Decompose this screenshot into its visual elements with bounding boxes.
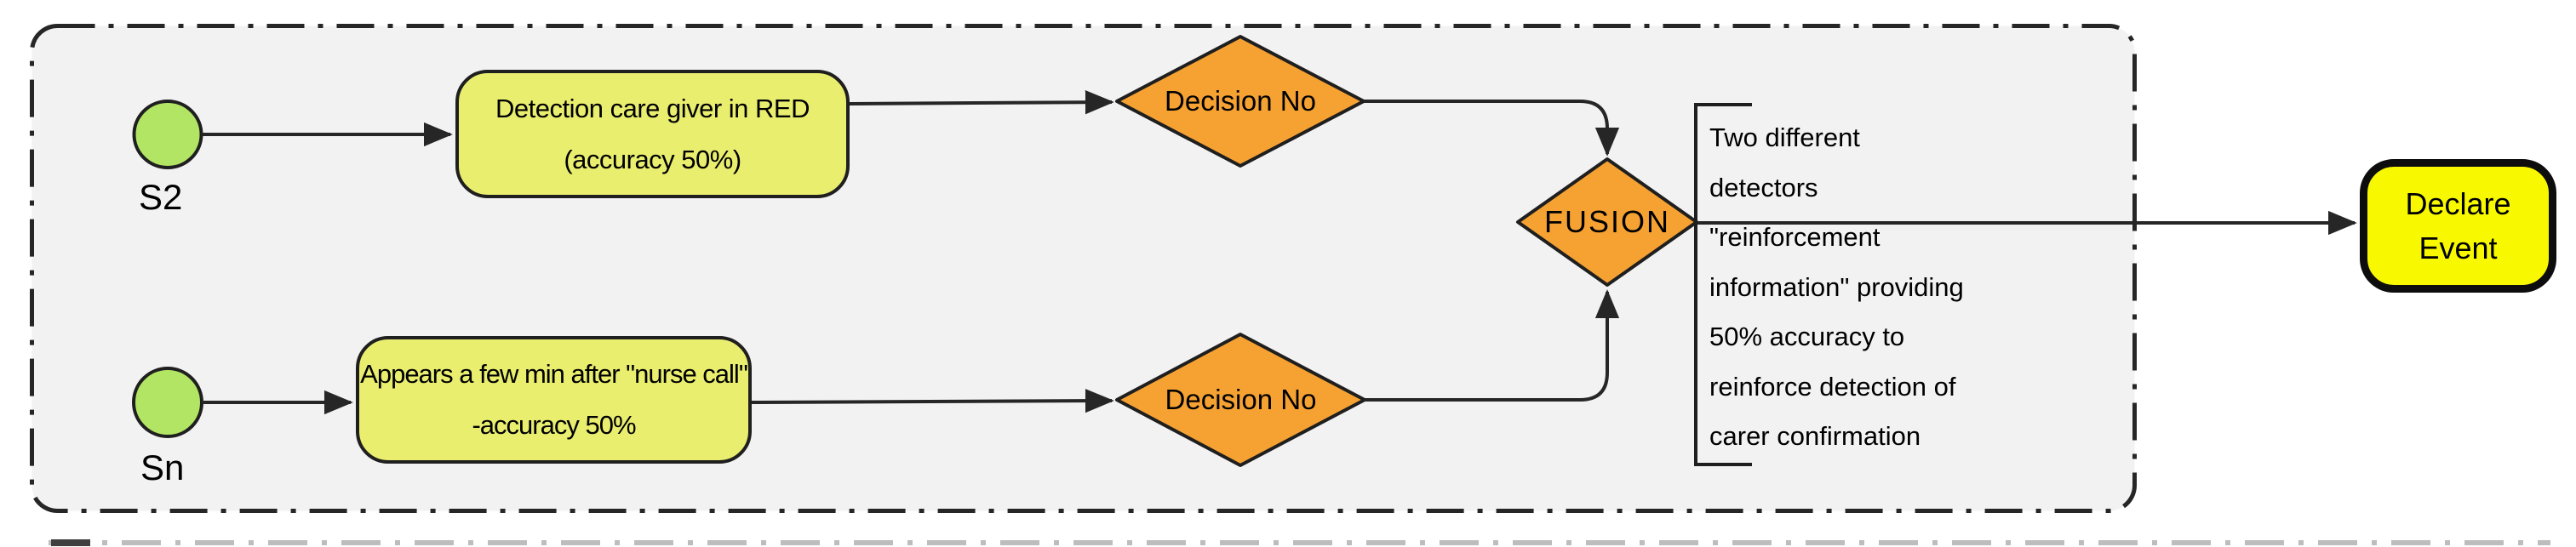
annotation-bracket (1694, 103, 1752, 466)
start-node-s2-circle (132, 100, 203, 169)
arrow-process1-to-decision1 (849, 90, 1114, 115)
annotation-line: 50% accuracy to (1709, 322, 1905, 351)
annotation-line: carer confirmation (1709, 421, 1921, 451)
arrow-process2-to-decision2 (751, 388, 1114, 413)
process2-line1: Appears a few min after "nurse call" (360, 359, 748, 389)
process-node-nurse-call: Appears a few min after "nurse call" -ac… (356, 336, 752, 464)
fusion-label: FUSION (1543, 204, 1670, 239)
declare-event-line2: Event (2419, 230, 2498, 265)
annotation-line: "reinforcement (1709, 222, 1880, 252)
start-node-sn-label: Sn (140, 447, 185, 487)
fusion-annotation-text: Two different detectors "reinforcement i… (1709, 113, 1964, 462)
decision-1-label: Decision No (1165, 85, 1316, 117)
start-node-s2-label: S2 (139, 177, 183, 217)
arrow-decision1-to-fusion (1364, 100, 1620, 157)
annotation-line: information" providing (1709, 271, 1964, 302)
declare-event-node: Declare Event (2360, 159, 2556, 293)
process1-line2: (accuracy 50%) (564, 144, 741, 174)
annotation-line: detectors (1709, 172, 1818, 202)
start-node-sn-circle (132, 367, 203, 438)
annotation-line: reinforce detection of (1709, 371, 1956, 402)
process1-line1: Detection care giver in RED (495, 93, 810, 123)
decision-2-label: Decision No (1165, 384, 1317, 415)
arrow-decision2-to-fusion (1365, 289, 1620, 402)
declare-event-line1: Declare (2405, 185, 2511, 221)
process2-line2: -accuracy 50% (472, 410, 636, 440)
annotation-line: Two different (1709, 123, 1860, 152)
process-node-detection-care-giver: Detection care giver in RED (accuracy 50… (455, 70, 850, 198)
